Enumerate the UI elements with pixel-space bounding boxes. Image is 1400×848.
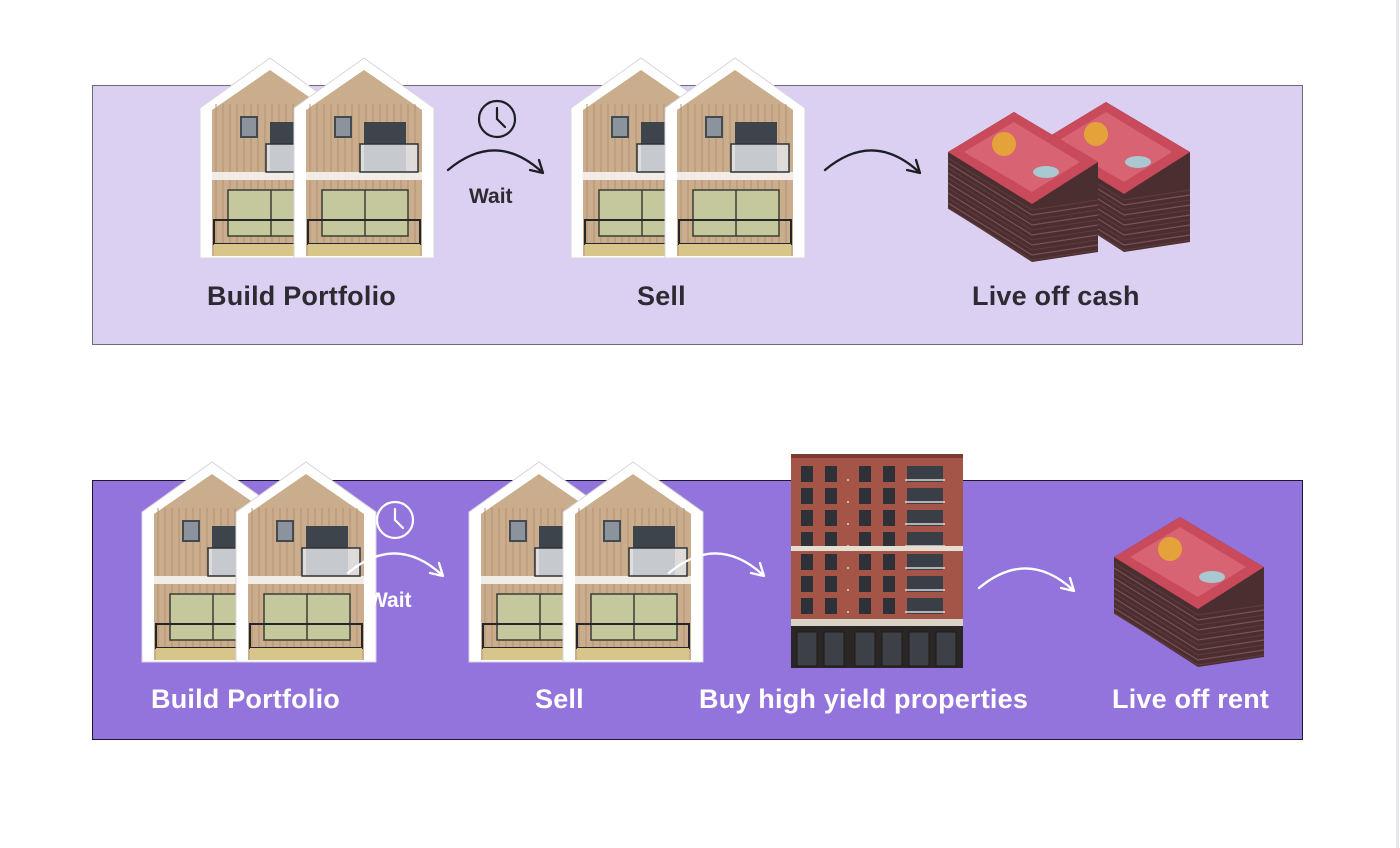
row2-step-sell-label: Sell [535,684,584,714]
row2-step-buy-high-yield-label: Buy high yield properties [699,684,1029,714]
row1-step-build-portfolio-label: Build Portfolio [207,281,396,311]
row2-wait-label: Wait [368,589,412,612]
row2-step-live-off-rent-label: Live off rent [1112,684,1270,714]
row2-step-build-portfolio-label: Build Portfolio [151,684,340,714]
row1-step-live-off-cash-label: Live off cash [972,281,1140,311]
row1-wait-label: Wait [469,185,513,208]
right-edge-rule [1396,0,1399,848]
row1-step-sell-label: Sell [637,281,686,311]
